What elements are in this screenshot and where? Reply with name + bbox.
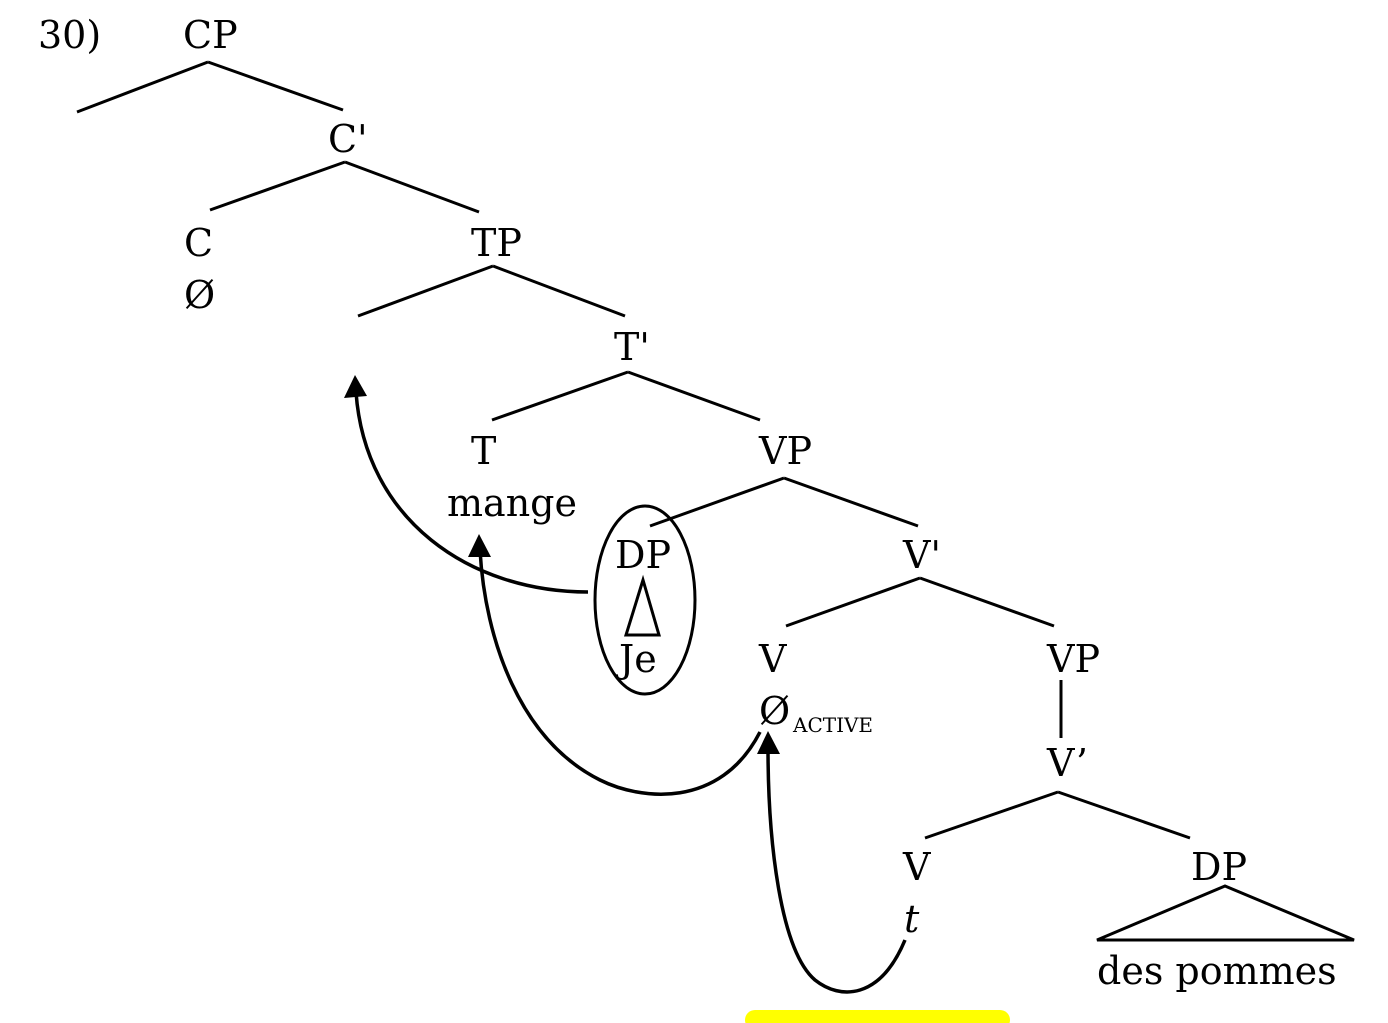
branch-tbar-vp xyxy=(627,370,761,422)
node-v-upper-word: Ø xyxy=(759,689,790,733)
node-v-bar-upper: V' xyxy=(902,533,941,577)
node-vp-upper: VP xyxy=(758,429,812,473)
node-t-bar: T' xyxy=(614,325,650,369)
branch-cbar-tp xyxy=(344,160,480,214)
node-v-bar-lower: V’ xyxy=(1046,741,1088,785)
node-v-lower-trace: t xyxy=(904,897,920,941)
branch-vp-vbar xyxy=(783,476,919,528)
example-number: 30) xyxy=(38,13,101,57)
node-cp: CP xyxy=(183,13,238,57)
arrowhead-v-upper xyxy=(757,731,780,754)
branch-cp-cbar xyxy=(207,60,344,112)
node-tp: TP xyxy=(471,221,522,265)
node-dp-object-word: des pommes xyxy=(1097,949,1337,993)
node-t: T xyxy=(471,429,496,473)
branch-vbar-lower-v xyxy=(924,790,1059,840)
arrowhead-t xyxy=(468,534,491,557)
dp-object-triangle xyxy=(1096,884,1355,942)
arrow-dp-to-spec-tp xyxy=(354,391,589,594)
branch-cbar-c xyxy=(209,160,346,212)
branch-tbar-t xyxy=(491,370,629,422)
node-v-lower: V xyxy=(902,845,931,889)
branch-vbar-lower-dp xyxy=(1057,790,1191,840)
arrowhead-spec-tp xyxy=(344,375,367,398)
arrow-v-lower-to-v-upper xyxy=(766,747,907,994)
branch-vbar-v xyxy=(785,576,921,628)
node-vp-lower: VP xyxy=(1046,637,1100,681)
node-v-upper-subscript: ACTIVE xyxy=(792,713,873,737)
yellow-highlight xyxy=(745,1010,1010,1023)
node-dp-subject-word: Je xyxy=(615,637,657,681)
branch-tp-tbar xyxy=(492,264,626,318)
subject-circle xyxy=(593,504,697,696)
node-t-word: mange xyxy=(447,481,577,525)
branch-tp-spec xyxy=(357,264,494,318)
dp-subject-triangle xyxy=(623,574,661,637)
node-v-upper: V xyxy=(758,637,787,681)
node-dp-subject: DP xyxy=(615,533,671,577)
branch-vp-dp xyxy=(649,476,785,528)
node-c-word: Ø xyxy=(184,273,215,317)
arrow-v-to-t xyxy=(478,549,762,796)
branch-vbar-vp xyxy=(919,576,1055,628)
branch-cp-spec xyxy=(76,60,209,114)
node-dp-object: DP xyxy=(1191,845,1247,889)
node-c: C xyxy=(184,221,213,265)
node-c-bar: C' xyxy=(328,117,368,161)
